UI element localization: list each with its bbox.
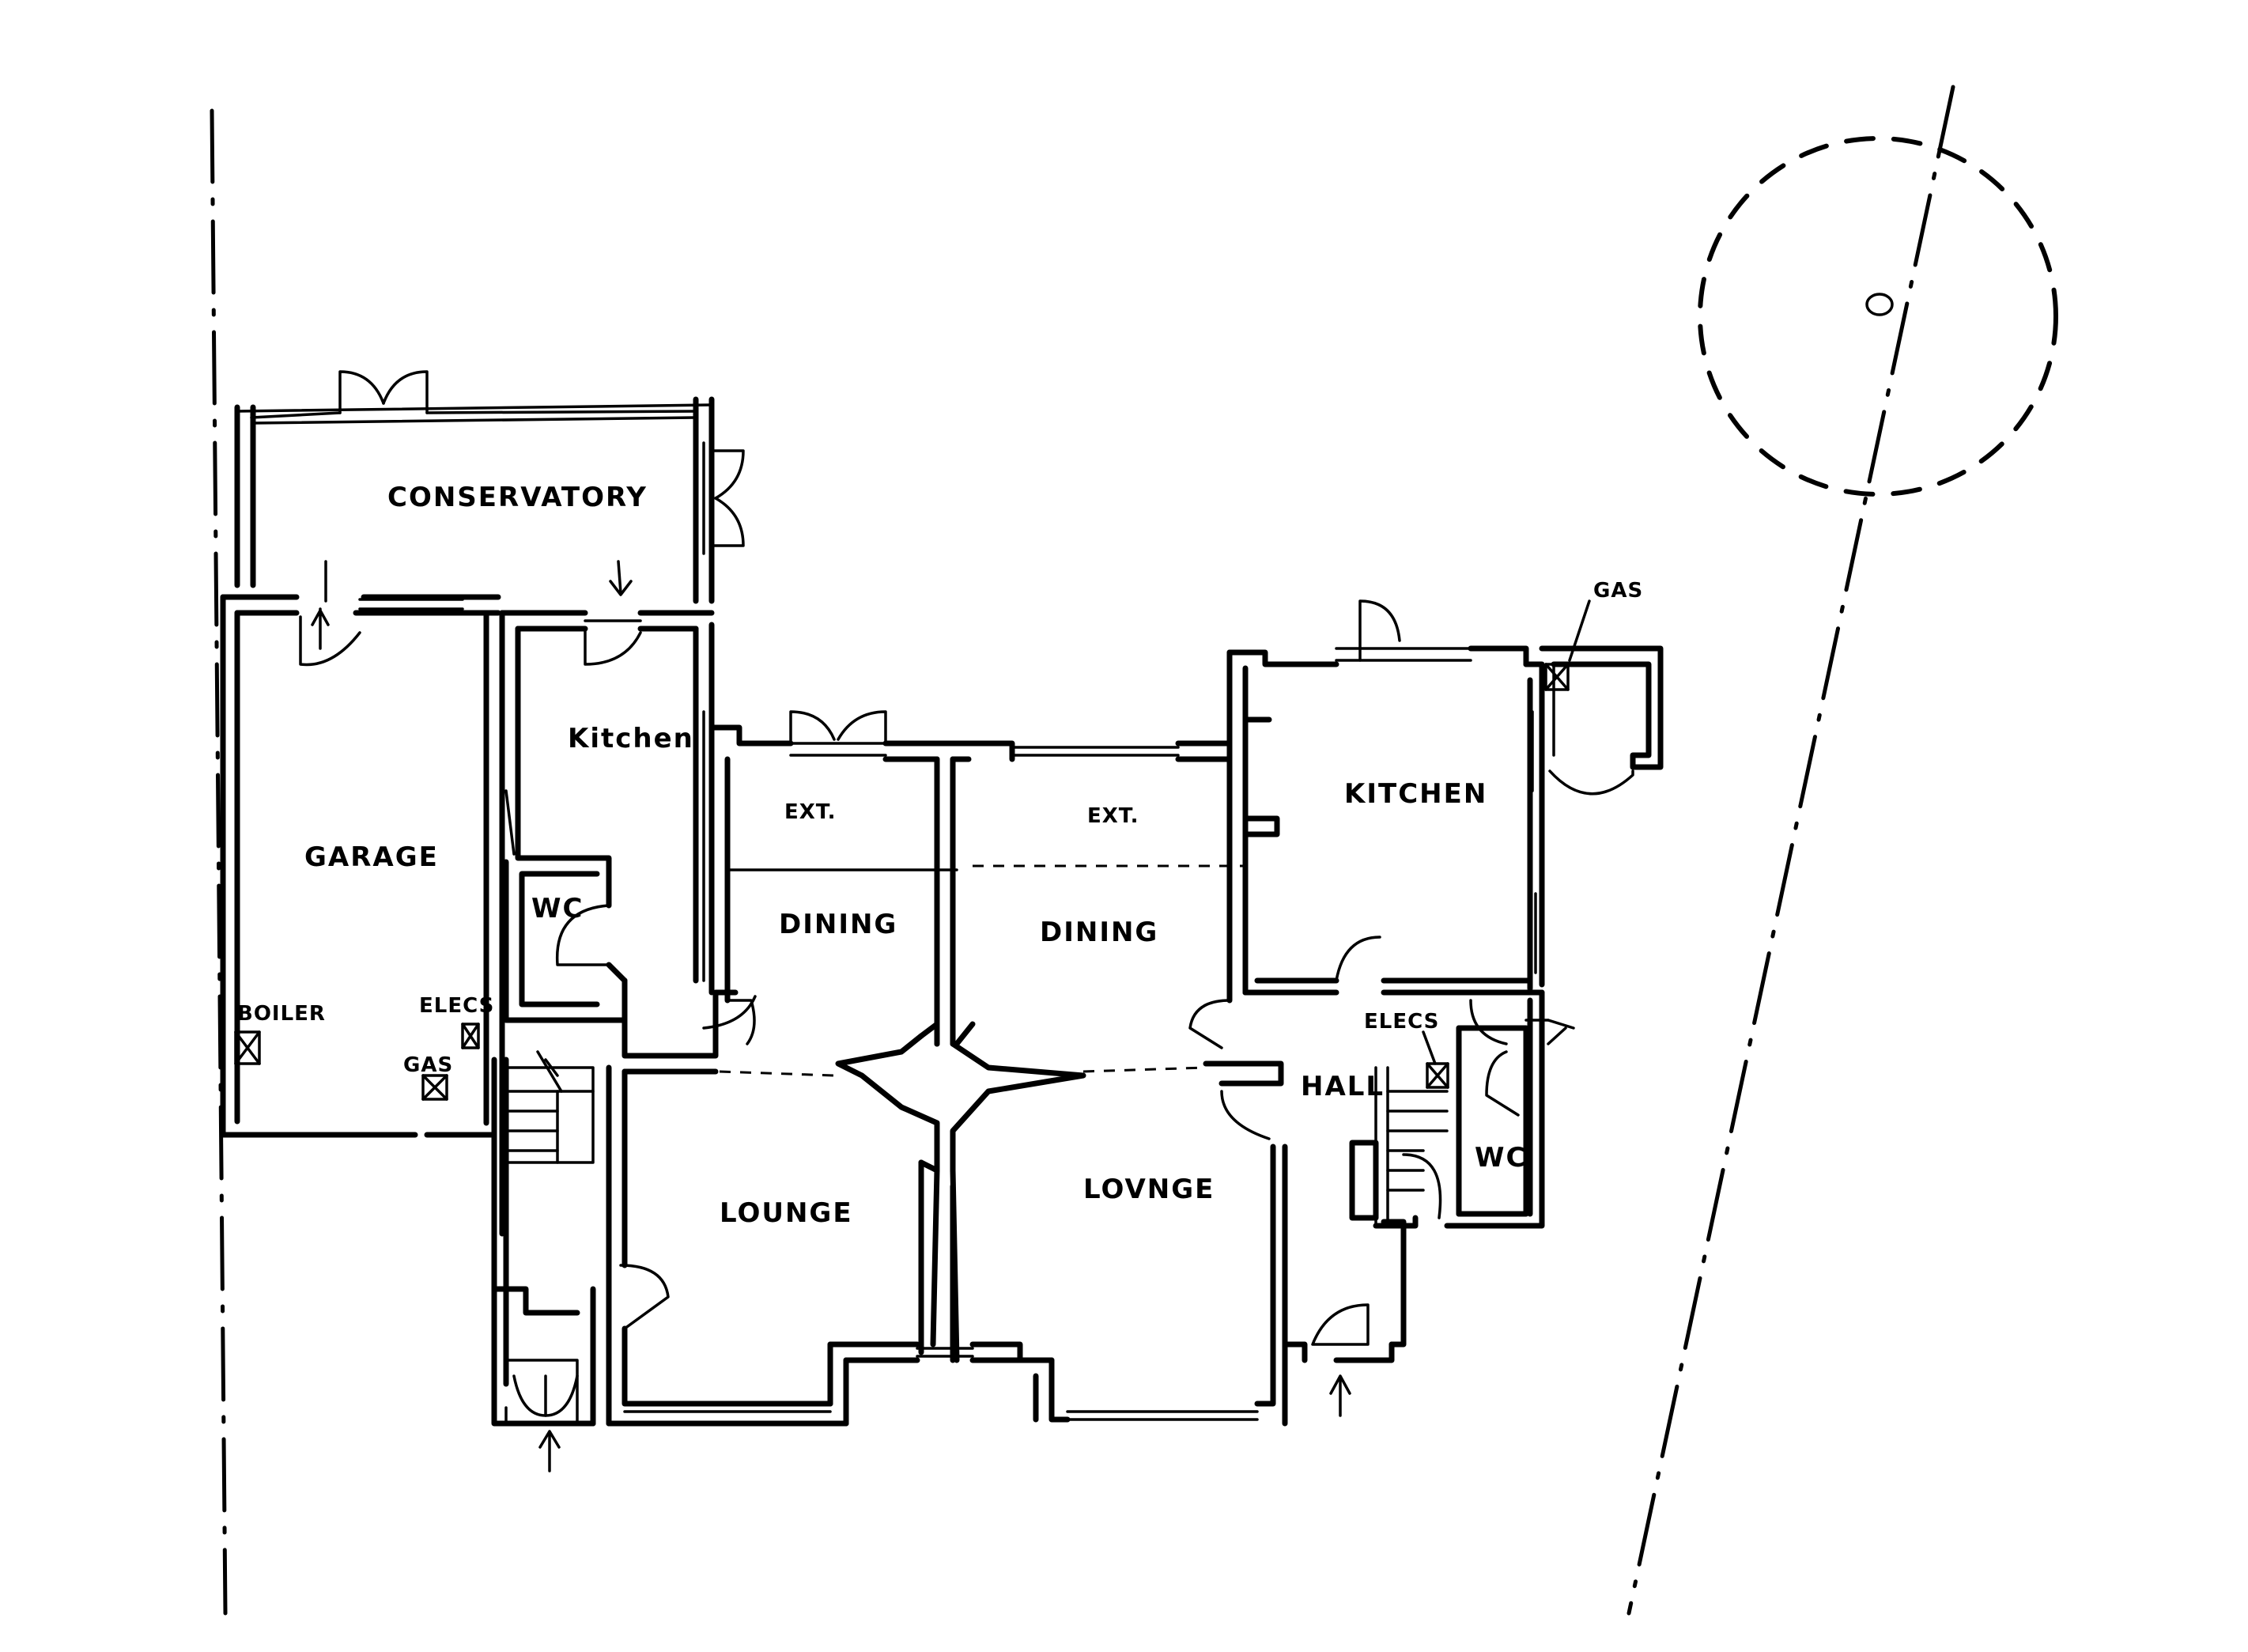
garage-walls [220, 594, 505, 1237]
conservatory-walls [234, 370, 745, 604]
tree-symbol [1698, 136, 2058, 497]
right-lounge-walls [969, 1090, 1308, 1427]
left-porch [491, 1286, 596, 1472]
central-structure [835, 740, 1086, 1363]
room-label-hall: HALL [1301, 1071, 1385, 1102]
room-label-kitchen-right: KITCHEN [1344, 778, 1487, 810]
tree-canopy-icon [1698, 136, 2058, 497]
left-lounge-walls [606, 1068, 974, 1427]
left-kitchen-walls [499, 610, 757, 1075]
room-label-wc-right: WC [1475, 1142, 1527, 1174]
external-gas-box [1539, 599, 1664, 796]
garage-boiler-box [234, 1030, 261, 1065]
service-label-boiler: BOILER [237, 1002, 326, 1026]
room-label-kitchen-left: Kitchen [568, 723, 694, 754]
site-boundary-right [1626, 85, 1955, 1616]
room-label-conservatory: CONSERVATORY [387, 482, 648, 513]
left-dining-walls [708, 710, 958, 1077]
room-label-dining-right: DINING [1040, 917, 1158, 948]
room-label-wc-left: WC [531, 893, 584, 924]
left-dwelling [220, 370, 974, 1472]
right-dwelling [950, 599, 1664, 1427]
garage-elecs-box [461, 1023, 480, 1049]
right-dining-walls [950, 740, 1284, 1087]
room-label-lounge-left: LOUNGE [720, 1197, 853, 1229]
service-label-elecs-garage: ELECS [419, 994, 494, 1018]
left-stairs [491, 1050, 612, 1419]
service-label-gas-garage: GAS [403, 1053, 453, 1077]
room-label-ext-right: EXT. [1087, 804, 1139, 828]
service-label-gas-external: GAS [1593, 579, 1643, 603]
room-label-lounge-right: LOVNGE [1083, 1174, 1215, 1205]
service-label-elecs-hall: ELECS [1364, 1010, 1439, 1034]
room-label-ext-left: EXT. [784, 800, 836, 824]
right-kitchen-walls [1226, 599, 1545, 996]
room-label-dining-left: DINING [779, 909, 897, 940]
garage-gas-box [421, 1074, 448, 1101]
right-hall-walls [1311, 989, 1575, 1417]
site-boundary-left [210, 108, 228, 1616]
room-label-garage: GARAGE [304, 841, 439, 873]
tree-trunk-icon [1865, 293, 1894, 316]
